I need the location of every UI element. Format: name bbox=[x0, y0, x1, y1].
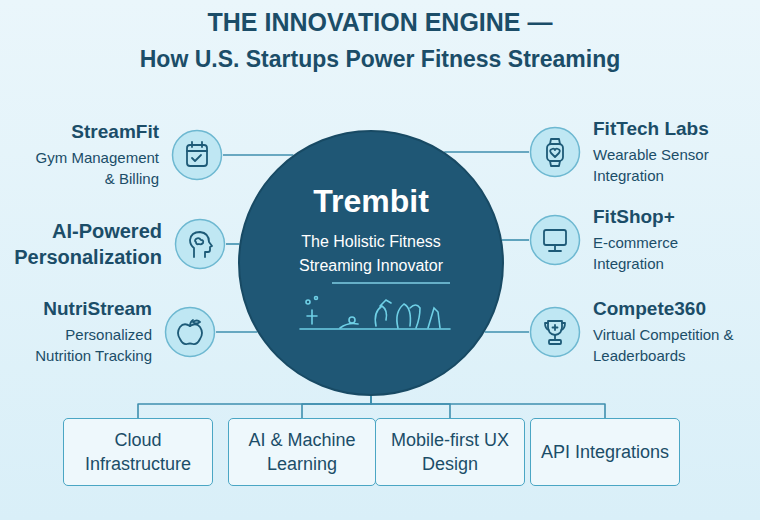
box-label: API Integrations bbox=[541, 440, 669, 464]
icon-badge bbox=[164, 306, 216, 358]
connector-line bbox=[371, 396, 450, 418]
connector-line bbox=[371, 396, 605, 418]
connector-line bbox=[226, 243, 239, 245]
startup-node: StreamFitGym Management & Billing bbox=[27, 120, 223, 190]
box-label: Cloud Infrastructure bbox=[72, 428, 204, 477]
tech-box: Mobile-first UX Design bbox=[375, 418, 525, 486]
tech-box: API Integrations bbox=[530, 418, 680, 486]
connector-line bbox=[502, 239, 529, 241]
hub-subtitle: The Holistic Fitness Streaming Innovator bbox=[276, 230, 466, 276]
icon-badge bbox=[174, 218, 226, 270]
node-description: E-commerce Integration bbox=[593, 232, 733, 276]
hub-title: Trembit bbox=[313, 182, 429, 220]
startup-node: Compete360Virtual Competition & Leaderbo… bbox=[529, 297, 743, 367]
node-description: Virtual Competition & Leaderboards bbox=[593, 324, 743, 368]
connector-line bbox=[223, 154, 293, 156]
startup-node: FitTech LabsWearable Sensor Integration bbox=[529, 117, 753, 187]
node-heading: FitTech Labs bbox=[593, 117, 753, 141]
node-heading: NutriStream bbox=[10, 297, 152, 321]
icon-badge bbox=[529, 214, 581, 266]
hub-circle: TrembitThe Holistic Fitness Streaming In… bbox=[238, 130, 504, 396]
node-heading: AI-Powered Personalization bbox=[4, 218, 162, 270]
node-heading: FitShop+ bbox=[593, 205, 733, 229]
startup-node: AI-Powered Personalization bbox=[4, 218, 226, 270]
connector-line bbox=[444, 151, 529, 153]
node-description: Wearable Sensor Integration bbox=[593, 144, 753, 188]
tech-box: Cloud Infrastructure bbox=[63, 418, 213, 486]
node-description: Personalized Nutrition Tracking bbox=[10, 324, 152, 368]
connector-line bbox=[138, 396, 371, 418]
node-description: Gym Management & Billing bbox=[27, 147, 159, 191]
tech-box: AI & Machine Learning bbox=[228, 418, 376, 486]
startup-node: FitShop+ E-commerce Integration bbox=[529, 205, 733, 275]
connector-line bbox=[302, 396, 371, 418]
node-heading: Compete360 bbox=[593, 297, 743, 321]
icon-badge bbox=[529, 306, 581, 358]
box-label: AI & Machine Learning bbox=[237, 428, 367, 477]
node-heading: StreamFit bbox=[27, 120, 159, 144]
connector-line bbox=[216, 331, 257, 333]
icon-badge bbox=[171, 129, 223, 181]
box-label: Mobile-first UX Design bbox=[384, 428, 516, 477]
startup-node: NutriStreamPersonalized Nutrition Tracki… bbox=[10, 297, 216, 367]
icon-badge bbox=[529, 126, 581, 178]
diagram-title: THE INNOVATION ENGINE — bbox=[0, 8, 760, 37]
subtitle-label: How U.S. Startups Power Fitness Streamin… bbox=[0, 46, 760, 73]
connector-line bbox=[485, 331, 529, 333]
